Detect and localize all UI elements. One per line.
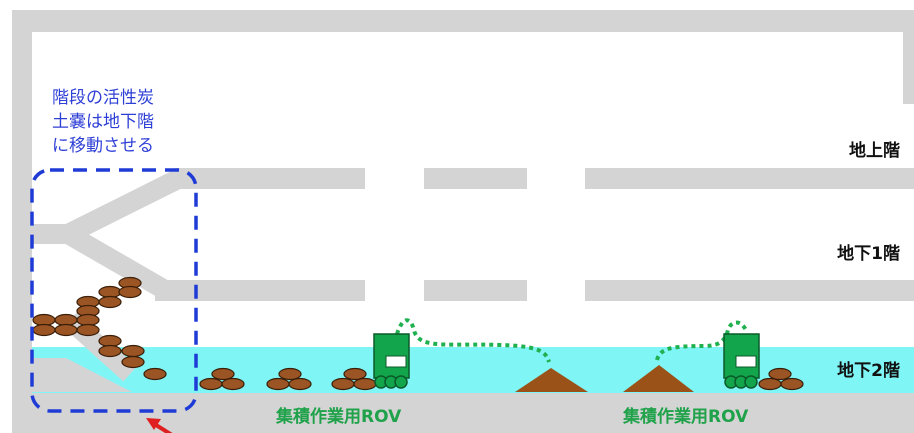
sandbag-icon — [121, 344, 145, 358]
sandbag-icon — [98, 295, 122, 309]
stair-selection-box — [30, 168, 198, 413]
sandbag-icon — [98, 334, 122, 348]
ground-floor-slab — [585, 168, 914, 189]
rov-path — [655, 320, 748, 361]
bottom-slab — [12, 393, 914, 433]
roof-slab — [12, 10, 914, 32]
left-wall — [12, 10, 32, 433]
rov-path — [395, 318, 551, 363]
note-line-3: に移動させる — [52, 136, 154, 156]
sandbag-icon — [353, 377, 377, 391]
sediment-mound — [623, 365, 694, 392]
stair-landing — [32, 224, 72, 244]
sandbag-icon — [32, 323, 56, 337]
sandbag-icon — [199, 377, 223, 391]
right-wall-top — [903, 10, 914, 104]
note-line-2: 土嚢は地下階 — [52, 112, 154, 132]
sandbag-icon — [266, 377, 290, 391]
building-structure — [12, 10, 914, 433]
sandbag-icon — [54, 313, 78, 327]
sandbag-icon — [331, 377, 355, 391]
floor-label-b1: 地下1階 — [837, 244, 900, 264]
sandbag-icon — [780, 377, 804, 391]
sandbag-icon — [118, 285, 142, 299]
floor-label-ground: 地上階 — [849, 141, 900, 161]
rov-label-right: 集積作業用ROV — [623, 407, 749, 427]
rov-label-left: 集積作業用ROV — [276, 407, 402, 427]
sandbag-icon — [121, 355, 145, 369]
sediment-mound — [515, 368, 588, 392]
sandbag-icon — [76, 323, 100, 337]
staircase — [63, 169, 185, 382]
sandbag-icon — [98, 285, 122, 299]
sandbag-icon — [143, 367, 167, 381]
sandbag-icon — [343, 367, 367, 381]
ground-floor-slab — [424, 168, 527, 189]
sandbag-icon — [211, 367, 235, 381]
b1-floor-slab — [155, 280, 365, 301]
sandbag-icon — [32, 313, 56, 327]
stair-sandbag-note: 階段の活性炭 土嚢は地下階 に移動させる — [52, 86, 192, 158]
sandbag-group — [32, 276, 804, 391]
sandbag-icon — [54, 323, 78, 337]
note-line-1: 階段の活性炭 — [52, 88, 154, 108]
b1-floor-slab — [585, 280, 914, 301]
rov-vehicle-icon — [373, 333, 410, 389]
b1-floor-slab — [424, 280, 527, 301]
sandbag-icon — [768, 367, 792, 381]
sandbag-icon — [288, 377, 312, 391]
rov-vehicle-icon — [723, 333, 760, 389]
sandbag-icon — [278, 367, 302, 381]
stair-bottom-wedge — [32, 358, 132, 392]
sandbag-icon — [76, 313, 100, 327]
ground-floor-slab — [175, 168, 365, 189]
sandbag-icon — [221, 377, 245, 391]
floor-label-b2: 地下2階 — [837, 361, 900, 381]
sandbag-icon — [758, 377, 782, 391]
sandbag-icon — [98, 344, 122, 358]
